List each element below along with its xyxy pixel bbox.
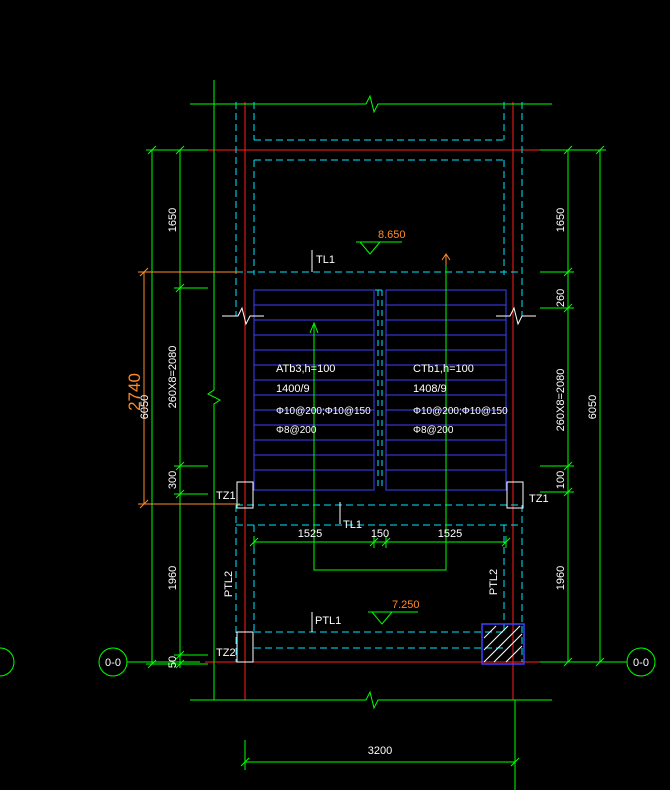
dim-total-width: 3200: [368, 745, 392, 757]
slab-right-annotation: CTb1,h=100 1408/9 Φ10@200;Φ10@150 Φ8@200: [413, 363, 508, 436]
elevation-lower-label: 7.250: [392, 599, 420, 611]
slab-left-name: ATb3,h=100: [276, 363, 335, 375]
axis-label-left: 0-0: [105, 657, 121, 669]
slab-right-rebar1: Φ10@200;Φ10@150: [413, 406, 508, 417]
label-ptl1: PTL1: [315, 615, 341, 627]
break-lines: [190, 80, 552, 710]
wall-break-symbols: [222, 306, 536, 326]
slab-right-rebar2: Φ8@200: [413, 425, 454, 436]
walking-line: [309, 258, 447, 571]
label-tz1-left: TZ1: [216, 490, 236, 502]
dim-right-flight: 260X8=2080: [555, 369, 567, 432]
dim-left-top: 1650: [167, 208, 179, 232]
label-ptl2-left: PTL2: [223, 571, 235, 597]
slab-left-rebar1: Φ10@200;Φ10@150: [276, 406, 371, 417]
axis-label-right: 0-0: [633, 657, 649, 669]
axis-labels: 0-0 0-0: [105, 657, 649, 669]
column-tz2: [236, 631, 254, 663]
dim-highlight: 2740: [125, 373, 144, 411]
dimension-text: 1650 260X8=2080 300 6050 1960 50 1650 26…: [139, 208, 599, 757]
dim-left-overall: 6050: [139, 395, 151, 419]
label-tz2: TZ2: [216, 647, 236, 659]
dim-flight-right: 1525: [438, 528, 462, 540]
column-tz1-left: [236, 481, 254, 509]
dim-right-top: 1650: [555, 208, 567, 232]
dim-right-landing: 1960: [555, 566, 567, 590]
hatched-column: [481, 623, 525, 665]
slab-right-size: 1408/9: [413, 383, 447, 395]
leader-lines: [311, 250, 341, 632]
columns: [236, 481, 524, 663]
dim-flight-left: 1525: [298, 528, 322, 540]
dimension-lines: [146, 145, 606, 790]
axis-bubbles: [0, 647, 656, 677]
dim-right-100: 100: [555, 471, 567, 489]
elevation-upper-label: 8.650: [378, 229, 406, 241]
dim-left-small: 50: [167, 656, 179, 668]
dim-right-overall: 6050: [587, 395, 599, 419]
axis-lines: [205, 102, 545, 700]
dim-left-bottom: 300: [167, 471, 179, 489]
stair-flights: [253, 289, 507, 491]
dim-gap: 150: [371, 528, 389, 540]
elevation-lower: [368, 611, 418, 625]
label-ptl2-right: PTL2: [488, 569, 500, 595]
label-tz1-right: TZ1: [529, 493, 549, 505]
label-tl1-top: TL1: [316, 254, 335, 266]
column-tz1-right: [506, 481, 524, 509]
slab-left-rebar2: Φ8@200: [276, 425, 317, 436]
stair-center-dashes: [377, 290, 383, 490]
hidden-lines: [235, 102, 523, 662]
elevation-upper: [356, 241, 402, 255]
label-tl1-mid: TL1: [343, 519, 362, 531]
elevation-labels: 8.650 7.250: [378, 229, 420, 611]
dim-right-260: 260: [555, 289, 567, 307]
highlight-dimension: [138, 267, 240, 509]
dim-left-flight: 260X8=2080: [167, 346, 179, 409]
axis-bubble-partial: [0, 647, 15, 677]
member-labels: TL1 TL1 PTL1 PTL2 PTL2 TZ1 TZ1 TZ2: [216, 254, 549, 659]
slab-left-annotation: ATb3,h=100 1400/9 Φ10@200;Φ10@150 Φ8@200: [276, 363, 371, 436]
direction-arrow: [441, 253, 451, 266]
slab-left-size: 1400/9: [276, 383, 310, 395]
dim-left-landing: 1960: [167, 566, 179, 590]
slab-right-name: CTb1,h=100: [413, 363, 474, 375]
